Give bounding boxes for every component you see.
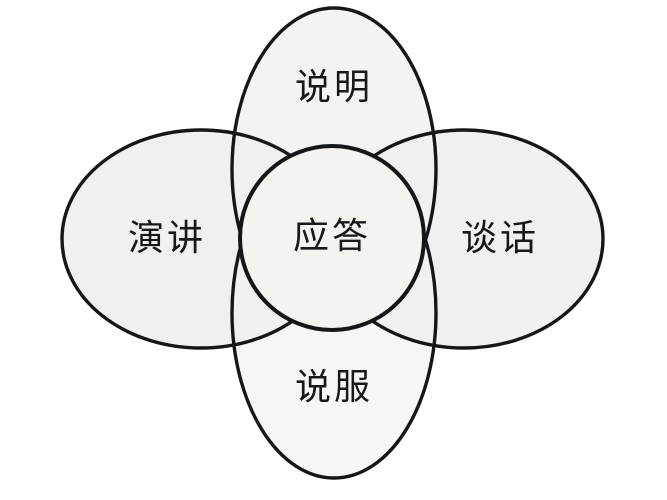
center-circle-grain [240,146,424,330]
center-label: 应答 [293,216,371,257]
lobe-label-bottom: 说服 [295,367,373,408]
center-circle-group[interactable] [238,144,428,334]
center-circle-outline [238,144,426,332]
lobe-label-top: 说明 [295,67,373,108]
lobe-label-left: 演讲 [128,218,206,259]
lobe-label-right: 谈话 [461,218,539,259]
